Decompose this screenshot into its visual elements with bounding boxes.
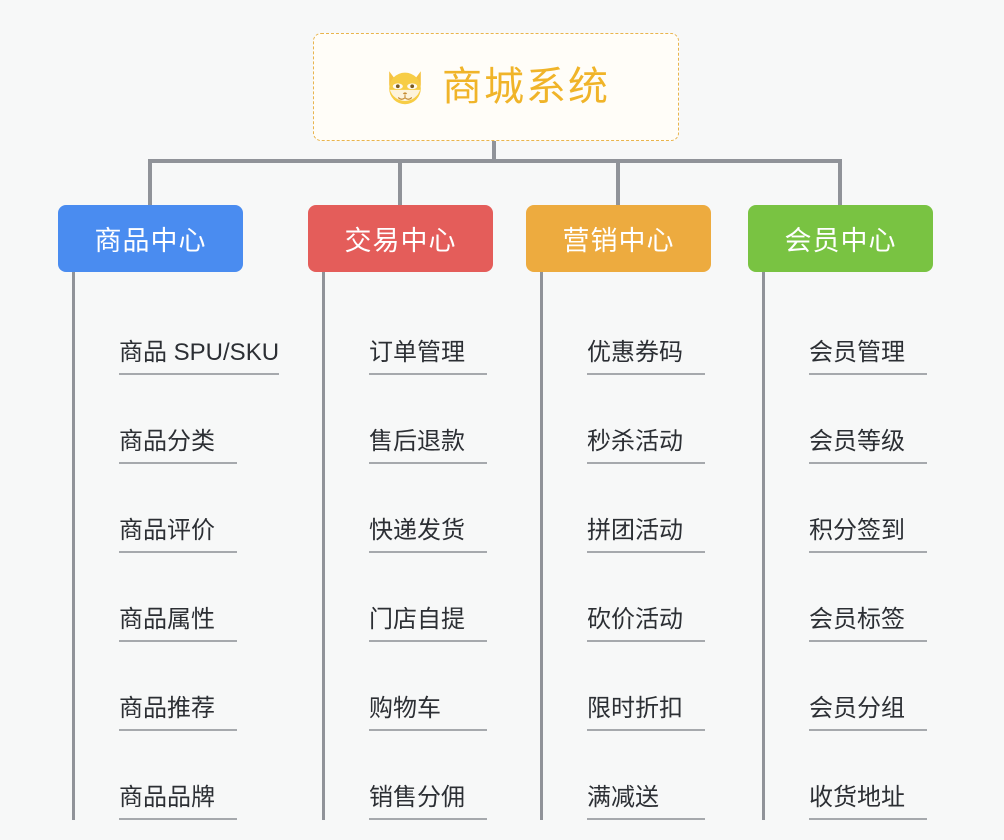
leaf-label: 满减送 (587, 783, 705, 820)
branch-marketing-center: 营销中心 优惠券码 秒杀活动 拼团活动 砍价活动 限时折扣 满减送 (526, 205, 711, 820)
category-header-product-center[interactable]: 商品中心 (58, 205, 243, 272)
leaf-item[interactable]: 满减送 (557, 731, 711, 820)
category-header-transaction-center[interactable]: 交易中心 (308, 205, 493, 272)
leaf-item[interactable]: 商品属性 (89, 553, 279, 642)
leaf-label: 商品品牌 (119, 783, 237, 820)
leaf-label: 商品 SPU/SKU (119, 338, 280, 375)
leaf-label: 限时折扣 (587, 694, 705, 731)
leaf-list: 会员管理 会员等级 积分签到 会员标签 会员分组 收货地址 (762, 272, 933, 820)
leaf-item[interactable]: 限时折扣 (557, 642, 711, 731)
category-label: 商品中心 (94, 226, 207, 256)
leaf-label: 拼团活动 (587, 516, 705, 553)
leaf-item[interactable]: 购物车 (339, 642, 493, 731)
leaf-label: 销售分佣 (369, 783, 487, 820)
leaf-label: 商品分类 (119, 427, 237, 464)
leaf-item[interactable]: 会员标签 (779, 553, 933, 642)
leaf-item[interactable]: 商品品牌 (89, 731, 279, 820)
connector-drop-3 (616, 159, 620, 207)
leaf-item[interactable]: 砍价活动 (557, 553, 711, 642)
connector-drop-2 (398, 159, 402, 207)
leaf-list: 优惠券码 秒杀活动 拼团活动 砍价活动 限时折扣 满减送 (540, 272, 711, 820)
connector-drop-4 (838, 159, 842, 207)
leaf-item[interactable]: 商品评价 (89, 464, 279, 553)
leaf-list: 订单管理 售后退款 快递发货 门店自提 购物车 销售分佣 (322, 272, 493, 820)
category-header-marketing-center[interactable]: 营销中心 (526, 205, 711, 272)
leaf-item[interactable]: 会员分组 (779, 642, 933, 731)
leaf-label: 商品推荐 (119, 694, 237, 731)
root-title: 商城系统 (442, 65, 610, 109)
leaf-item[interactable]: 秒杀活动 (557, 375, 711, 464)
leaf-label: 商品评价 (119, 516, 237, 553)
leaf-item[interactable]: 拼团活动 (557, 464, 711, 553)
leaf-item[interactable]: 会员管理 (779, 286, 933, 375)
leaf-item[interactable]: 优惠券码 (557, 286, 711, 375)
leaf-item[interactable]: 收货地址 (779, 731, 933, 820)
leaf-label: 会员标签 (809, 605, 927, 642)
leaf-label: 快递发货 (369, 516, 487, 553)
connector-root-stem (492, 141, 496, 163)
category-label: 交易中心 (344, 226, 457, 256)
category-label: 会员中心 (784, 226, 897, 256)
leaf-label: 商品属性 (119, 605, 237, 642)
leaf-item[interactable]: 商品分类 (89, 375, 279, 464)
branch-product-center: 商品中心 商品 SPU/SKU 商品分类 商品评价 商品属性 商品推荐 商品品牌 (58, 205, 280, 820)
category-label: 营销中心 (562, 226, 675, 256)
leaf-label: 订单管理 (369, 338, 487, 375)
leaf-label: 会员分组 (809, 694, 927, 731)
leaf-label: 优惠券码 (587, 338, 705, 375)
leaf-item[interactable]: 积分签到 (779, 464, 933, 553)
leaf-label: 秒杀活动 (587, 427, 705, 464)
leaf-item[interactable]: 会员等级 (779, 375, 933, 464)
leaf-list: 商品 SPU/SKU 商品分类 商品评价 商品属性 商品推荐 商品品牌 (72, 272, 280, 820)
dog-face-icon (389, 71, 421, 108)
leaf-label: 门店自提 (369, 605, 487, 642)
category-header-member-center[interactable]: 会员中心 (748, 205, 933, 272)
leaf-item[interactable]: 商品 SPU/SKU (89, 286, 280, 375)
leaf-item[interactable]: 售后退款 (339, 375, 493, 464)
leaf-label: 收货地址 (809, 783, 927, 820)
connector-horizontal-bus (148, 159, 842, 163)
leaf-label: 会员等级 (809, 427, 927, 464)
leaf-item[interactable]: 销售分佣 (339, 731, 493, 820)
leaf-item[interactable]: 商品推荐 (89, 642, 279, 731)
branch-transaction-center: 交易中心 订单管理 售后退款 快递发货 门店自提 购物车 销售分佣 (308, 205, 493, 820)
leaf-label: 售后退款 (369, 427, 487, 464)
leaf-label: 积分签到 (809, 516, 927, 553)
leaf-label: 砍价活动 (587, 605, 705, 642)
leaf-item[interactable]: 门店自提 (339, 553, 493, 642)
connector-drop-1 (148, 159, 152, 207)
branch-member-center: 会员中心 会员管理 会员等级 积分签到 会员标签 会员分组 收货地址 (748, 205, 933, 820)
leaf-label: 购物车 (369, 694, 487, 731)
leaf-label: 会员管理 (809, 338, 927, 375)
leaf-item[interactable]: 订单管理 (339, 286, 493, 375)
leaf-item[interactable]: 快递发货 (339, 464, 493, 553)
root-node[interactable]: 商城系统 (313, 33, 679, 141)
